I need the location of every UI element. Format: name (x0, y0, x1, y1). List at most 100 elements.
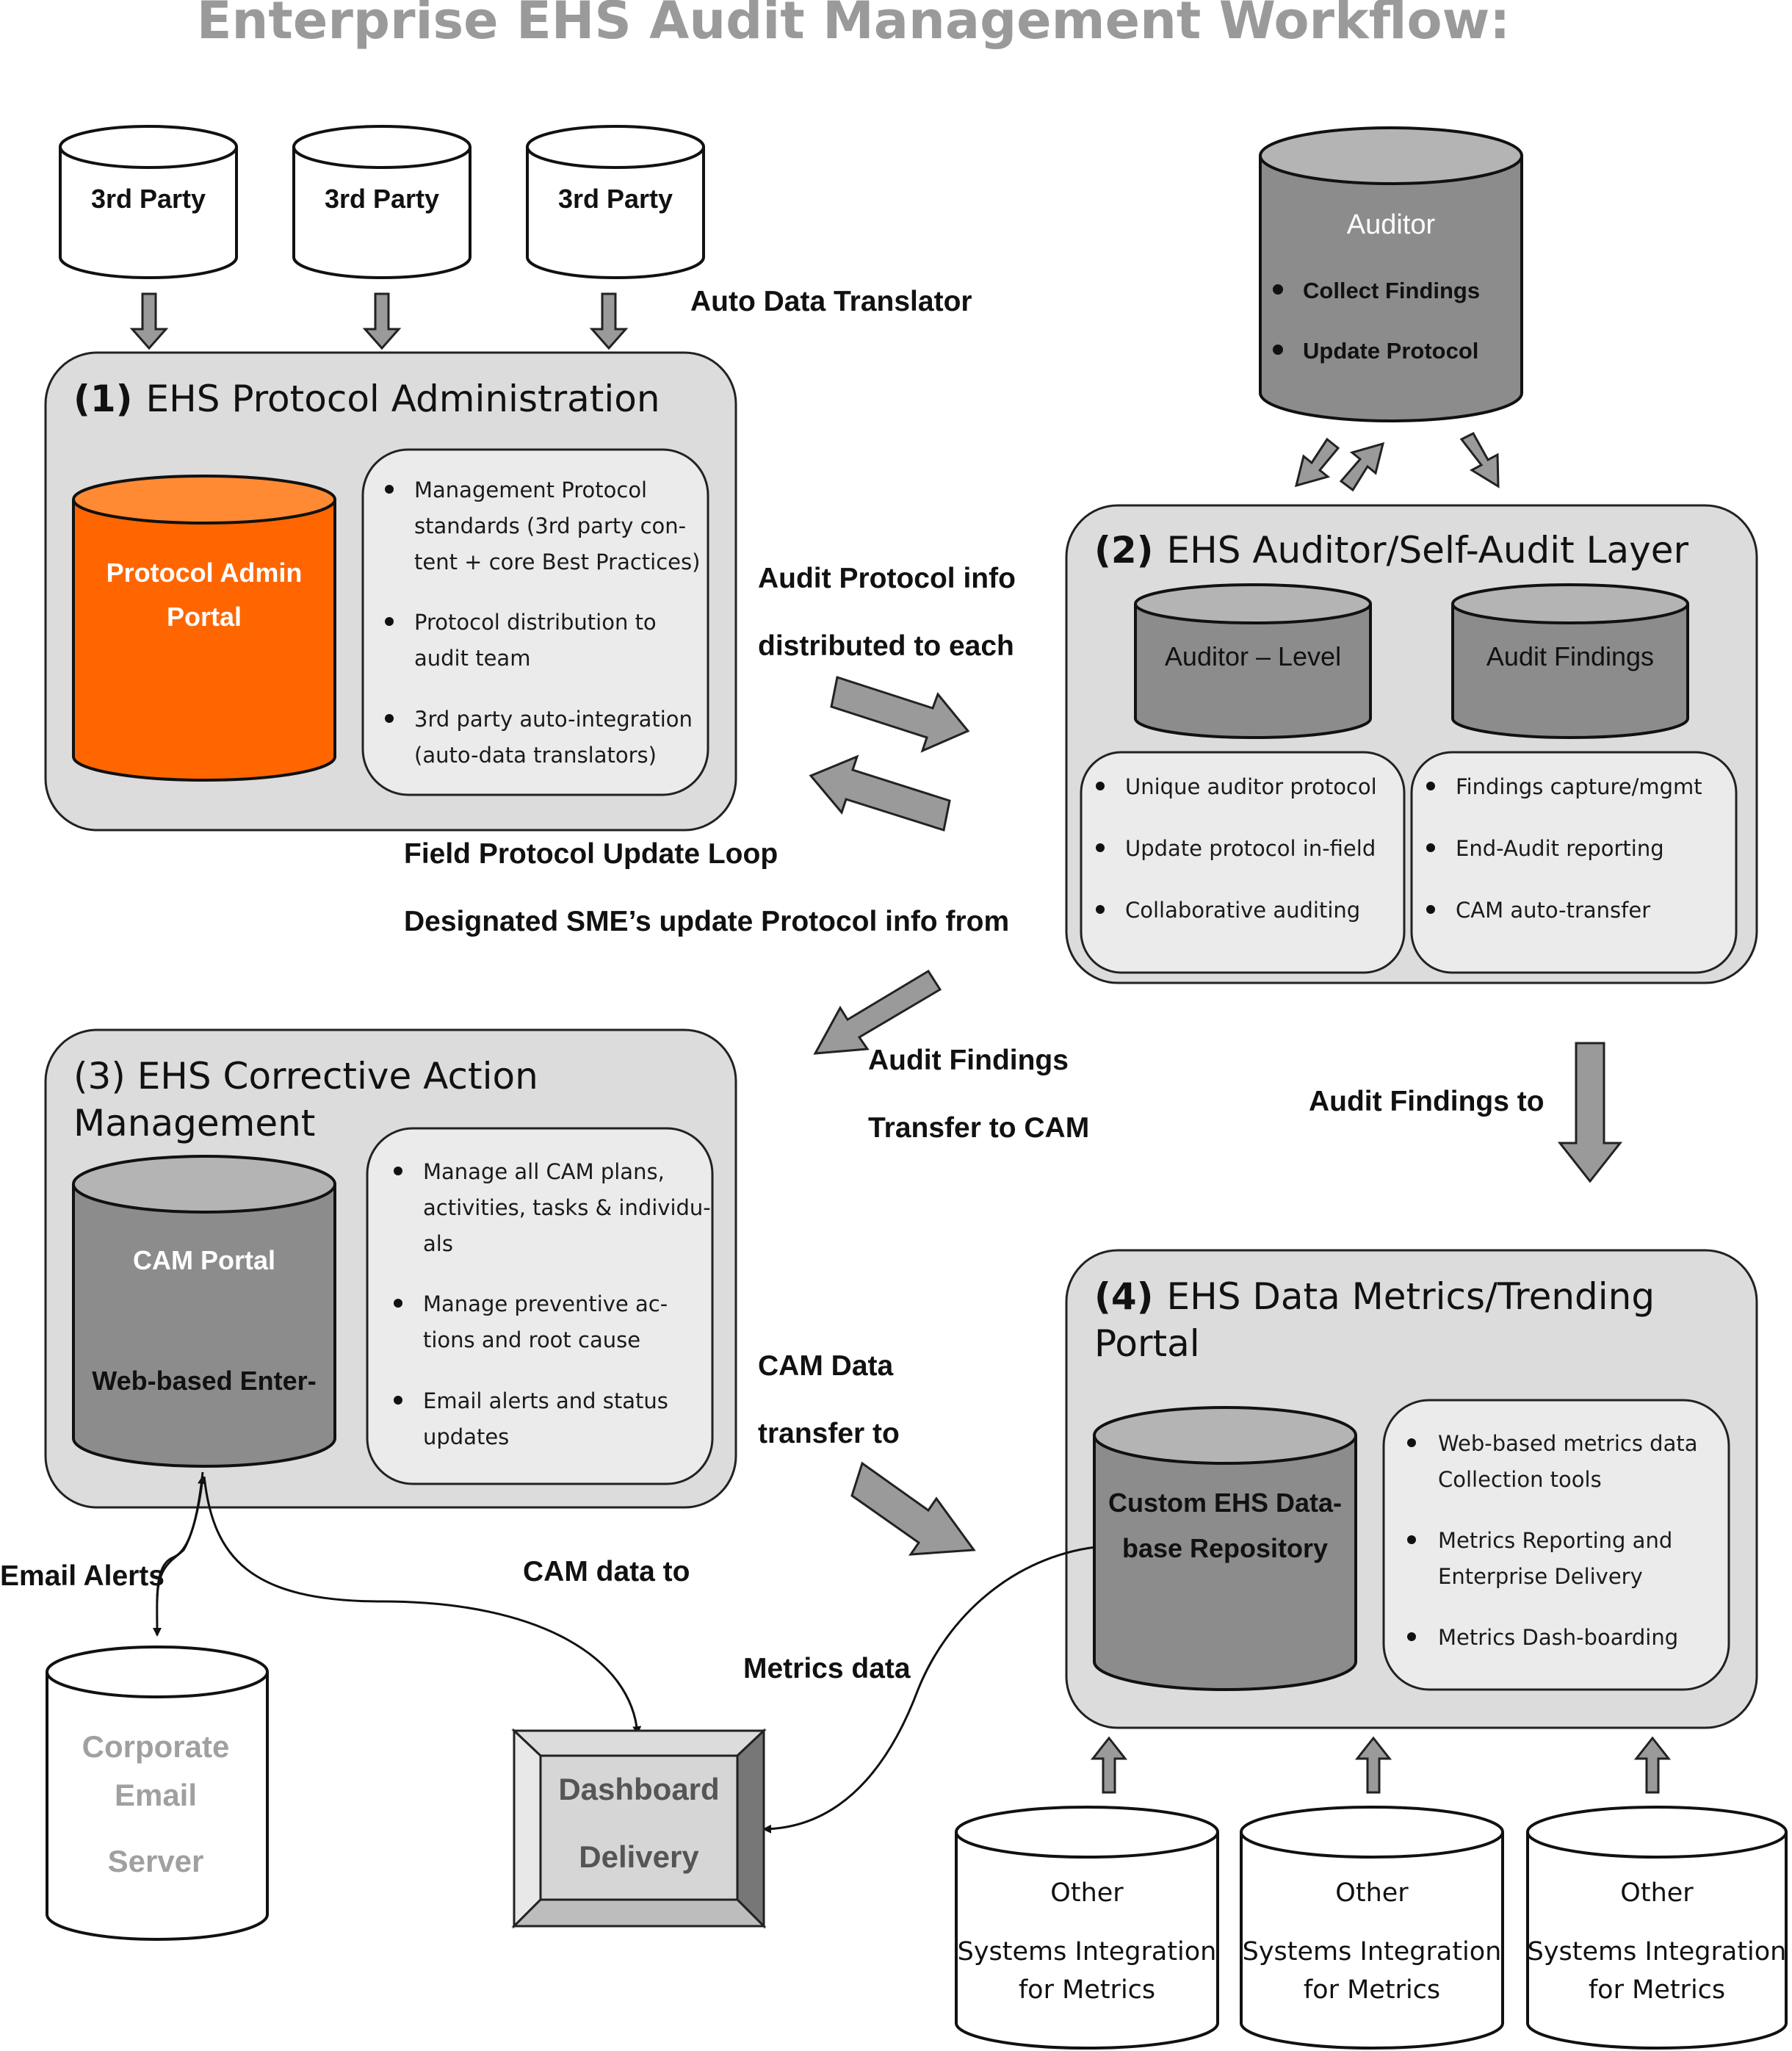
cam-features (366, 1127, 714, 1485)
svg-text:Systems Integration: Systems Integration (1528, 1937, 1787, 1967)
svg-text:End-Audit reporting: End-Audit reporting (1456, 836, 1664, 861)
feature-item: Metrics Reporting and Enterprise Deliver… (1438, 1528, 1679, 1589)
svg-text:Portal: Portal (167, 602, 242, 632)
third-party-db-3: 3rd Party (526, 125, 705, 279)
svg-text:Protocol Admin: Protocol Admin (106, 558, 303, 588)
auto-translator-label: Auto Data Translator (690, 286, 972, 317)
arrow-down-right-icon (850, 1461, 976, 1556)
arrow-up-right-icon (1339, 441, 1385, 492)
auditor-db: Auditor Collect Findings Update Protocol (1259, 126, 1523, 422)
svg-text:Collaborative auditing: Collaborative auditing (1125, 898, 1360, 923)
svg-text:Other: Other (1335, 1878, 1409, 1908)
arrow-right-icon (830, 676, 970, 753)
svg-text:Delivery: Delivery (579, 1839, 699, 1874)
svg-text:Custom EHS Data-: Custom EHS Data- (1108, 1488, 1342, 1518)
arrow-down-left-icon (1294, 437, 1340, 488)
auditor-self-audit-panel: (2)EHS Auditor/Self-Audit Layer Auditor … (1065, 504, 1758, 984)
svg-text:Server: Server (108, 1844, 204, 1878)
svg-text:Other: Other (1050, 1878, 1124, 1908)
feature-item: 3rd party auto-integration (auto-data tr… (414, 707, 699, 768)
cam-email-connector-up (156, 1475, 206, 1602)
audit-findings-transfer-label: Audit Findings (868, 1045, 1069, 1076)
cam-data-label: transfer to (758, 1418, 900, 1449)
audit-findings-db: Audit Findings (1451, 583, 1689, 739)
feature-item: Metrics Dash-boarding (1438, 1625, 1678, 1650)
arrow-up-icon (1090, 1736, 1128, 1794)
auditor-level-db: Auditor – Level (1134, 583, 1372, 739)
panel-title: (3) EHS Corrective Action (73, 1055, 538, 1097)
svg-text:for Metrics: for Metrics (1589, 1975, 1725, 2005)
arrow-down-right-icon (1459, 432, 1500, 489)
svg-text:Update Protocol: Update Protocol (1303, 338, 1478, 364)
email-alerts-label: Email Alerts (0, 1560, 165, 1592)
arrow-down-icon (129, 292, 169, 350)
corrective-action-panel: (3) EHS Corrective Action Management CAM… (44, 1028, 737, 1509)
third-party-db-2: 3rd Party (292, 125, 472, 279)
panel-title: (1)EHS Protocol Administration (73, 378, 660, 420)
svg-text:Dashboard: Dashboard (558, 1772, 719, 1806)
svg-text:Web-based Enter-: Web-based Enter- (92, 1366, 316, 1396)
svg-text:Email: Email (115, 1778, 197, 1812)
third-party-db-1: 3rd Party (59, 125, 238, 279)
custom-ehs-repository-db: Custom EHS Data- base Repository (1093, 1406, 1357, 1691)
auditor-title: Auditor (1347, 209, 1436, 240)
svg-text:for Metrics: for Metrics (1019, 1975, 1155, 2005)
svg-text:Audit Findings: Audit Findings (1486, 641, 1654, 671)
arrow-down-icon (1557, 1042, 1623, 1183)
third-party-label: 3rd Party (91, 184, 206, 214)
metrics-features (1382, 1399, 1730, 1691)
audit-findings-to-label: Audit Findings to (1309, 1086, 1544, 1117)
svg-text:Systems Integration: Systems Integration (1243, 1937, 1502, 1967)
feature-item: Email alerts and status updates (423, 1388, 675, 1449)
metrics-data-label: Metrics data (743, 1653, 911, 1684)
audit-findings-features (1410, 751, 1738, 974)
cam-dashboard-connector (203, 1476, 642, 1735)
cam-data-to-label: CAM data to (523, 1556, 690, 1587)
arrow-down-left-icon (813, 969, 942, 1055)
svg-text:Update protocol in-field: Update protocol in-field (1125, 836, 1376, 861)
svg-text:Collect Findings: Collect Findings (1303, 278, 1480, 303)
panel-title: (2)EHS Auditor/Self-Audit Layer (1094, 529, 1689, 572)
svg-text:Auditor – Level: Auditor – Level (1165, 641, 1341, 671)
metrics-dashboard-connector (762, 1546, 1096, 1834)
svg-text:Unique auditor protocol: Unique auditor protocol (1125, 774, 1377, 799)
svg-text:for Metrics: for Metrics (1304, 1975, 1440, 2005)
other-systems-db-1: Other Systems Integration for Metrics (955, 1806, 1219, 2050)
feature-item: Manage preventive ac- tions and root cau… (423, 1291, 674, 1352)
third-party-label: 3rd Party (325, 184, 439, 214)
feature-item: Management Protocol standards (3rd party… (414, 477, 700, 574)
svg-text:CAM Portal: CAM Portal (133, 1245, 275, 1275)
dashboard-delivery-box: Dashboard Delivery (511, 1728, 767, 1929)
corporate-email-server-db: Corporate Email Server (46, 1646, 269, 1941)
audit-protocol-label: Audit Protocol info (758, 563, 1016, 594)
arrow-up-icon (1633, 1736, 1672, 1794)
svg-text:base Repository: base Repository (1122, 1533, 1328, 1563)
audit-findings-transfer-label: Transfer to CAM (868, 1112, 1089, 1144)
feature-item: Protocol distribution to audit team (414, 610, 663, 671)
arrow-down-icon (589, 292, 629, 350)
third-party-label: 3rd Party (558, 184, 673, 214)
protocol-admin-features (361, 448, 709, 796)
svg-text:CAM auto-transfer: CAM auto-transfer (1456, 898, 1650, 923)
svg-text:Systems Integration: Systems Integration (958, 1937, 1217, 1967)
feature-item: Manage all CAM plans, activities, tasks … (423, 1159, 718, 1256)
feature-item: Web-based metrics data Collection tools (1438, 1431, 1705, 1492)
panel-title: Management (73, 1102, 315, 1145)
svg-text:Corporate: Corporate (82, 1729, 230, 1764)
metrics-trending-panel: (4)EHS Data Metrics/Trending Portal Cust… (1065, 1249, 1758, 1729)
cam-data-label: CAM Data (758, 1350, 893, 1382)
svg-text:Other: Other (1620, 1878, 1694, 1908)
protocol-administration-panel: (1)EHS Protocol Administration Protocol … (44, 351, 737, 832)
other-systems-db-3: Other Systems Integration for Metrics (1526, 1806, 1788, 2050)
arrow-left-icon (809, 754, 951, 832)
cam-portal-db: CAM Portal Web-based Enter- (72, 1155, 336, 1468)
other-systems-db-2: Other Systems Integration for Metrics (1240, 1806, 1504, 2050)
arrow-down-icon (362, 292, 402, 350)
svg-text:Findings capture/mgmt: Findings capture/mgmt (1456, 774, 1702, 799)
auditor-level-features (1080, 751, 1406, 974)
arrow-up-icon (1354, 1736, 1392, 1794)
audit-protocol-label: distributed to each (758, 630, 1014, 662)
panel-title: (4)EHS Data Metrics/Trending (1094, 1275, 1655, 1318)
designated-sme-label: Designated SME’s update Protocol info fr… (404, 906, 1009, 937)
